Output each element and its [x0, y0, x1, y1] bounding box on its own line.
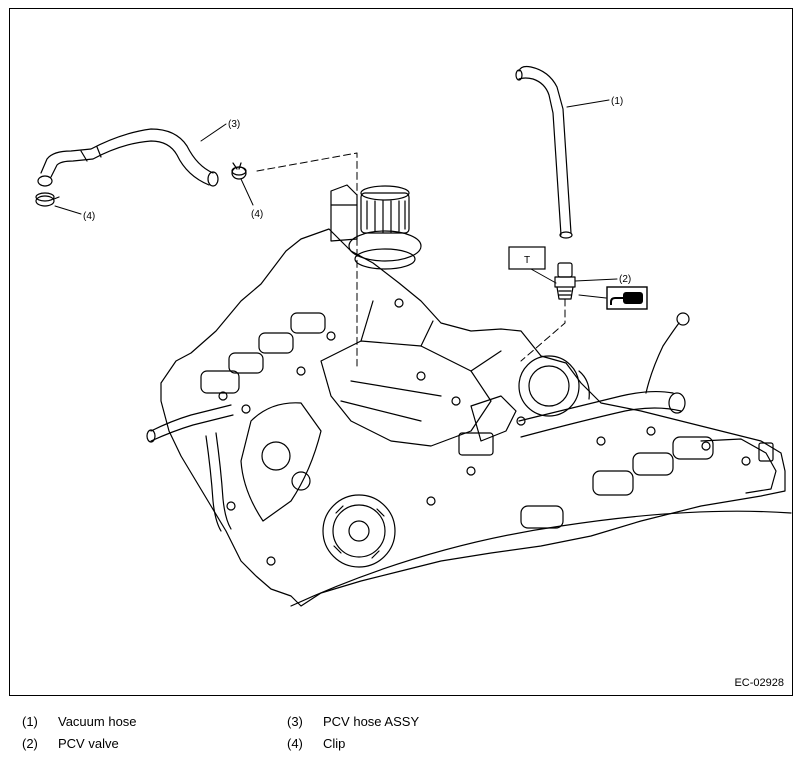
legend-number: (3)	[287, 714, 303, 729]
diagram-frame: T (1) (2) (3) (4) (4) EC-02928	[9, 8, 793, 696]
legend: (1) Vacuum hose (2) PCV valve (3) PCV hose …	[0, 704, 804, 760]
legend-label: Clip	[323, 736, 346, 751]
legend-item-2: (2) PCV valve	[22, 736, 119, 751]
liquid-gasket-tube-icon	[606, 286, 648, 310]
legend-label: Vacuum hose	[58, 714, 137, 729]
callout-4-middle: (4)	[251, 209, 263, 220]
figure-id: EC-02928	[734, 677, 784, 689]
legend-item-4: (4) Clip	[287, 736, 345, 751]
legend-item-3: (3) PCV hose ASSY	[287, 714, 419, 729]
clip-middle	[231, 162, 247, 180]
torque-spec-box: T	[508, 246, 546, 270]
legend-label: PCV hose ASSY	[323, 714, 420, 729]
callout-2: (2)	[619, 274, 631, 285]
torque-label: T	[524, 255, 530, 266]
legend-number: (2)	[22, 736, 38, 751]
callout-1: (1)	[611, 96, 623, 107]
legend-label: PCV valve	[58, 736, 119, 751]
legend-number: (4)	[287, 736, 303, 751]
engine-block	[146, 152, 792, 607]
pcv-hose-assy	[37, 128, 219, 187]
leader-lines	[54, 99, 618, 299]
callout-4-left: (4)	[83, 211, 95, 222]
engine-illustration: T (1) (2) (3) (4) (4)	[35, 65, 792, 607]
legend-item-1: (1) Vacuum hose	[22, 714, 137, 729]
clip-left	[35, 192, 60, 207]
pcv-valve	[520, 262, 576, 362]
vacuum-hose	[515, 65, 573, 239]
legend-number: (1)	[22, 714, 38, 729]
callout-3: (3)	[228, 119, 240, 130]
